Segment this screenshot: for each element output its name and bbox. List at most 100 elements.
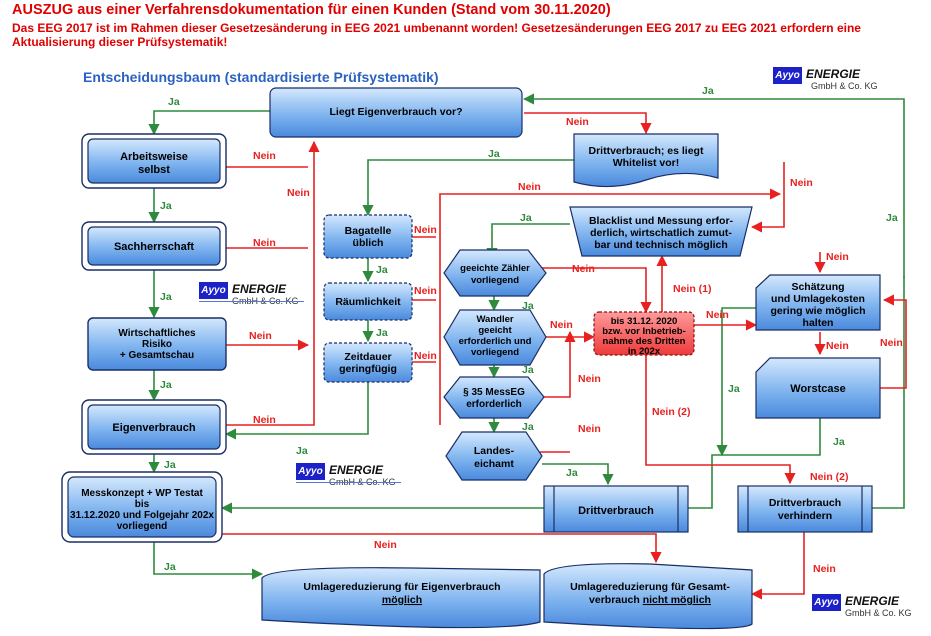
node-arbeitsweise xyxy=(87,138,221,184)
edge-label-nein: Nein xyxy=(826,251,849,263)
edge-label-ja: Ja xyxy=(164,561,176,573)
edge-label-nein: Nein xyxy=(253,150,276,162)
node-text: verbrauch nicht möglich xyxy=(589,594,711,606)
edge-label-nein: Nein xyxy=(880,337,903,349)
node-text: Sachherrschaft xyxy=(114,241,194,253)
node-whitelist xyxy=(573,133,719,188)
edge-label-ja: Ja xyxy=(168,96,180,108)
edge-label-ja: Ja xyxy=(376,327,388,339)
edge-label-ja: Ja xyxy=(160,379,172,391)
node-text: § 35 MessEG xyxy=(463,387,525,398)
node-text: möglich xyxy=(382,594,422,606)
node-text: bis xyxy=(135,499,150,510)
edge-label-nein: Nein xyxy=(374,539,397,551)
node-text: Zeitdauer xyxy=(344,351,391,363)
node-text: Schätzung xyxy=(791,281,844,293)
edge-label-ja: Ja xyxy=(160,291,172,303)
node-text: Bagatelle xyxy=(345,225,392,237)
node-text: bis 31.12. 2020 xyxy=(611,316,678,327)
node-drittverbrauch xyxy=(543,485,689,533)
edge-label-nein: Nein xyxy=(414,285,437,297)
node-text: nahme des Dritten xyxy=(603,336,686,347)
node-text: vorliegend xyxy=(471,275,519,286)
logo-underline xyxy=(296,482,401,483)
node-text: vorliegend xyxy=(117,521,168,532)
edge-label-ja: Ja xyxy=(522,300,534,312)
edge-label-nein: Nein xyxy=(826,340,849,352)
edge-label-nein-1: Nein (1) xyxy=(673,283,712,295)
node-geeichte-zaehler xyxy=(443,249,547,297)
edge-label-ja: Ja xyxy=(566,467,578,479)
edge-label-nein: Nein xyxy=(253,237,276,249)
edge-label-nein: Nein xyxy=(550,319,573,331)
header-note-line1: Das EEG 2017 ist im Rahmen dieser Gesetz… xyxy=(12,21,861,35)
node-text: Drittverbrauch xyxy=(769,497,841,509)
logo-name: ENERGIE xyxy=(232,282,287,296)
node-text: Landes- xyxy=(474,445,515,457)
logo-name: ENERGIE xyxy=(806,67,861,81)
node-text: bar und technisch möglich xyxy=(594,239,728,251)
logo-sub: GmbH & Co. KG xyxy=(845,608,912,618)
node-text: üblich xyxy=(353,237,384,249)
node-text: in 202x xyxy=(628,346,661,357)
edge-label-ja: Ja xyxy=(728,383,740,395)
node-landeseichamt xyxy=(445,431,543,481)
edge-label-nein: Nein xyxy=(287,187,310,199)
edge-label-nein: Nein xyxy=(706,309,729,321)
node-schaetzung xyxy=(755,274,881,331)
edge-label-nein: Nein xyxy=(253,414,276,426)
header-note-line2: Aktualisierung dieser Prüfsystematik! xyxy=(12,35,228,49)
node-text: Worstcase xyxy=(790,383,845,395)
node-text: Wirtschaftliches xyxy=(118,328,196,339)
edge-label-nein: Nein xyxy=(813,563,836,575)
node-raeumlichkeit xyxy=(323,282,413,321)
logo-badge: Ayyo xyxy=(773,67,802,84)
logo-badge: Ayyo xyxy=(812,594,841,611)
node-verhindern xyxy=(737,485,873,533)
node-text: + Gesamtschau xyxy=(120,350,194,361)
logo-badge: Ayyo xyxy=(199,282,228,299)
header-title: AUSZUG aus einer Verfahrensdokumentation… xyxy=(12,2,611,18)
edge-label-ja: Ja xyxy=(833,436,845,448)
node-messeg xyxy=(443,376,545,419)
node-text: geeichte Zähler xyxy=(460,263,530,274)
node-messkonzept xyxy=(67,476,217,538)
node-text: Risiko xyxy=(142,339,172,350)
edge-label-nein: Nein xyxy=(566,116,589,128)
edge-label-ja: Ja xyxy=(886,212,898,224)
node-text: Whitelist vor! xyxy=(613,157,680,169)
node-inbetriebnahme xyxy=(593,311,695,356)
node-sachherrschaft xyxy=(87,226,221,266)
node-text: geringfügig xyxy=(339,363,397,375)
edge-label-ja: Ja xyxy=(164,459,176,471)
diagram-title: Entscheidungsbaum (standardisierte Prüfs… xyxy=(83,69,439,85)
edge-label-ja: Ja xyxy=(522,421,534,433)
node-eigenverbrauch xyxy=(87,404,221,450)
edge-label-ja: Ja xyxy=(702,85,714,97)
node-text: Räumlichkeit xyxy=(335,296,401,308)
node-text: derlich, wirtschatlich zumut- xyxy=(590,227,732,239)
node-text: geeicht xyxy=(478,325,512,336)
logo-badge: Ayyo xyxy=(296,463,325,480)
edge-label-nein-2: Nein (2) xyxy=(810,471,849,483)
node-text: selbst xyxy=(138,164,170,176)
edge-label-nein: Nein xyxy=(414,350,437,362)
edge-label-nein: Nein xyxy=(518,181,541,193)
logo-underline xyxy=(199,301,304,302)
edge-label-ja: Ja xyxy=(522,364,534,376)
edge-label-ja: Ja xyxy=(488,148,500,160)
node-text: Umlagereduzierung für Gesamt- xyxy=(570,581,730,593)
node-text: bzw. vor Inbetrieb- xyxy=(602,326,686,337)
node-text: erforderlich und xyxy=(459,336,532,347)
node-text: vorliegend xyxy=(471,347,519,358)
node-text: und Umlagekosten xyxy=(771,293,865,305)
node-text: Eigenverbrauch xyxy=(112,422,195,434)
node-risiko xyxy=(87,317,227,371)
node-wandler xyxy=(443,309,547,366)
node-zeitdauer xyxy=(323,342,413,383)
node-text: eichamt xyxy=(474,458,514,470)
edge-label-nein: Nein xyxy=(790,177,813,189)
edge-label-nein: Nein xyxy=(414,224,437,236)
logo-name: ENERGIE xyxy=(845,594,900,608)
